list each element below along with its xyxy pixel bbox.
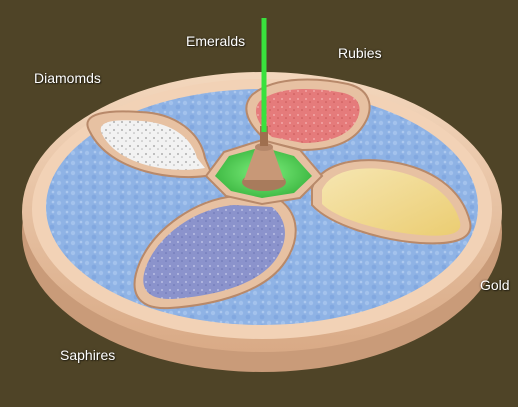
label-emeralds: Emeralds [186, 33, 245, 49]
label-diamonds: Diamomds [34, 70, 101, 86]
label-gold: Gold [480, 277, 510, 293]
label-saphires: Saphires [60, 347, 115, 363]
label-rubies: Rubies [338, 45, 382, 61]
